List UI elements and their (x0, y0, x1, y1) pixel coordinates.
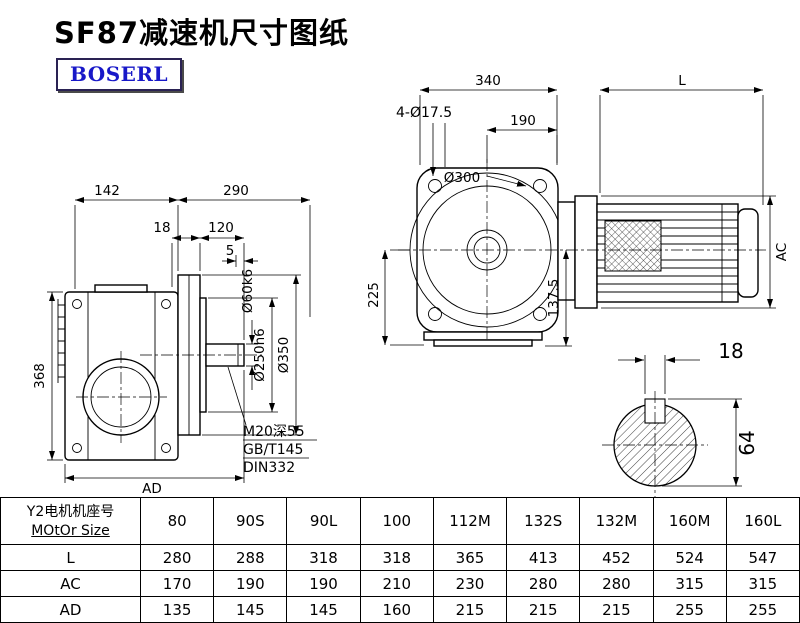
dim-L: L (678, 73, 686, 89)
side-view-dimensions: 142 290 18 120 5 368 AD Ø60k6 Ø25 (32, 183, 317, 497)
flange-bolt-hole (533, 307, 547, 321)
dim-d60k6: Ø60k6 (240, 269, 256, 313)
note-gb: GB/T145 (243, 442, 303, 458)
column-header: 160L (725, 497, 800, 545)
motor-fins (597, 204, 738, 302)
dim-18: 18 (153, 220, 170, 236)
table-row-AC: AC 170 190 190 210 230 280 280 315 315 (0, 570, 800, 597)
bolt-hole (72, 443, 82, 453)
table-cell: 318 (286, 544, 361, 571)
table-row-AD: AD 135 145 145 160 215 215 215 255 255 (0, 596, 800, 623)
dim-5: 5 (226, 243, 235, 259)
dim-d250h6: Ø250h6 (252, 328, 268, 382)
motor-winding-section (604, 220, 662, 272)
table-cell: 255 (725, 596, 800, 623)
table-cell: 210 (359, 570, 434, 597)
table-cell: 230 (432, 570, 508, 597)
dim-d350: Ø350 (276, 337, 292, 373)
housing-base (423, 331, 543, 341)
front-view (398, 159, 766, 347)
row-label: AD (0, 596, 141, 623)
dim-AD: AD (142, 481, 162, 497)
dim-190: 190 (510, 113, 536, 129)
table-cell: 280 (579, 570, 654, 597)
top-boss (94, 284, 148, 293)
table-cell: 315 (652, 570, 727, 597)
bolt-hole (161, 299, 171, 309)
table-cell: 215 (432, 596, 508, 623)
table-cell: 255 (652, 596, 727, 623)
table-cell: 413 (506, 544, 581, 571)
table-cell: 190 (213, 570, 288, 597)
column-header: 90S (213, 497, 288, 545)
table-row-L: L 280 288 318 318 365 413 452 524 547 (0, 544, 800, 571)
note-din: DIN332 (243, 460, 295, 476)
table-cell: 215 (506, 596, 581, 623)
column-header: 132S (506, 497, 581, 545)
table-cell: 170 (139, 570, 215, 597)
shaft-view-dimensions: 18 64 (618, 339, 759, 487)
motor-flange (574, 195, 598, 309)
table-cell: 524 (652, 544, 727, 571)
table-cell: 288 (213, 544, 288, 571)
table-cell: 280 (506, 570, 581, 597)
table-cell: 547 (725, 544, 800, 571)
table-cell: 365 (432, 544, 508, 571)
table-cell: 135 (139, 596, 215, 623)
logo-text: BOSERL (70, 62, 169, 86)
dim-340: 340 (475, 73, 501, 89)
technical-drawing: 142 290 18 120 5 368 AD Ø60k6 Ø25 (32, 73, 790, 497)
side-view (57, 274, 262, 461)
bolt-hole (161, 443, 171, 453)
flange-bolt-hole (428, 179, 442, 193)
table-cell: 452 (579, 544, 654, 571)
table-cell: 145 (286, 596, 361, 623)
flange-bolt-hole (533, 179, 547, 193)
spec-table: Y2电机机座号 MOtOr Size 80 90S 90L 100 112M 1… (0, 497, 800, 623)
column-header: 112M (432, 497, 508, 545)
boserl-logo: BOSERL (56, 58, 183, 91)
dim-142: 142 (94, 183, 120, 199)
bolt-hole (72, 299, 82, 309)
motor-size-header-en: MOtOr Size (31, 523, 110, 539)
front-view-dimensions: 340 L 4-Ø17.5 190 Ø300 225 137.5 AC (366, 73, 790, 347)
dim-225: 225 (366, 282, 382, 308)
dim-d300: Ø300 (444, 170, 480, 186)
dim-key-64: 64 (735, 430, 759, 455)
dim-290: 290 (223, 183, 249, 199)
column-header: 132M (579, 497, 654, 545)
motor-fan-cover (737, 208, 759, 298)
cooling-fins (57, 299, 65, 383)
page-title: SF87减速机尺寸图纸 (54, 16, 350, 50)
column-header: 90L (286, 497, 361, 545)
row-label: AC (0, 570, 141, 597)
flange-bolt-hole (428, 307, 442, 321)
column-header: 100 (359, 497, 434, 545)
table-cell: 190 (286, 570, 361, 597)
table-cell: 318 (359, 544, 434, 571)
dim-137-5: 137.5 (546, 279, 562, 318)
table-cell: 315 (725, 570, 800, 597)
shaft-section-view (602, 391, 708, 497)
column-header: 160M (652, 497, 727, 545)
table-cell: 145 (213, 596, 288, 623)
note-m20: M20深55 (243, 424, 305, 440)
dim-120: 120 (208, 220, 234, 236)
table-cell: 215 (579, 596, 654, 623)
table-cell: 280 (139, 544, 215, 571)
row-label: L (0, 544, 141, 571)
dim-AC: AC (774, 243, 790, 261)
table-header-row: Y2电机机座号 MOtOr Size 80 90S 90L 100 112M 1… (0, 497, 800, 545)
table-cell: 160 (359, 596, 434, 623)
motor-size-header: Y2电机机座号 MOtOr Size (0, 497, 141, 545)
dim-368: 368 (32, 363, 48, 389)
dim-4-holes: 4-Ø17.5 (396, 105, 452, 121)
dim-key-18: 18 (718, 339, 743, 363)
motor-size-header-cn: Y2电机机座号 (26, 504, 115, 520)
housing-foot (433, 339, 533, 347)
column-header: 80 (139, 497, 215, 545)
